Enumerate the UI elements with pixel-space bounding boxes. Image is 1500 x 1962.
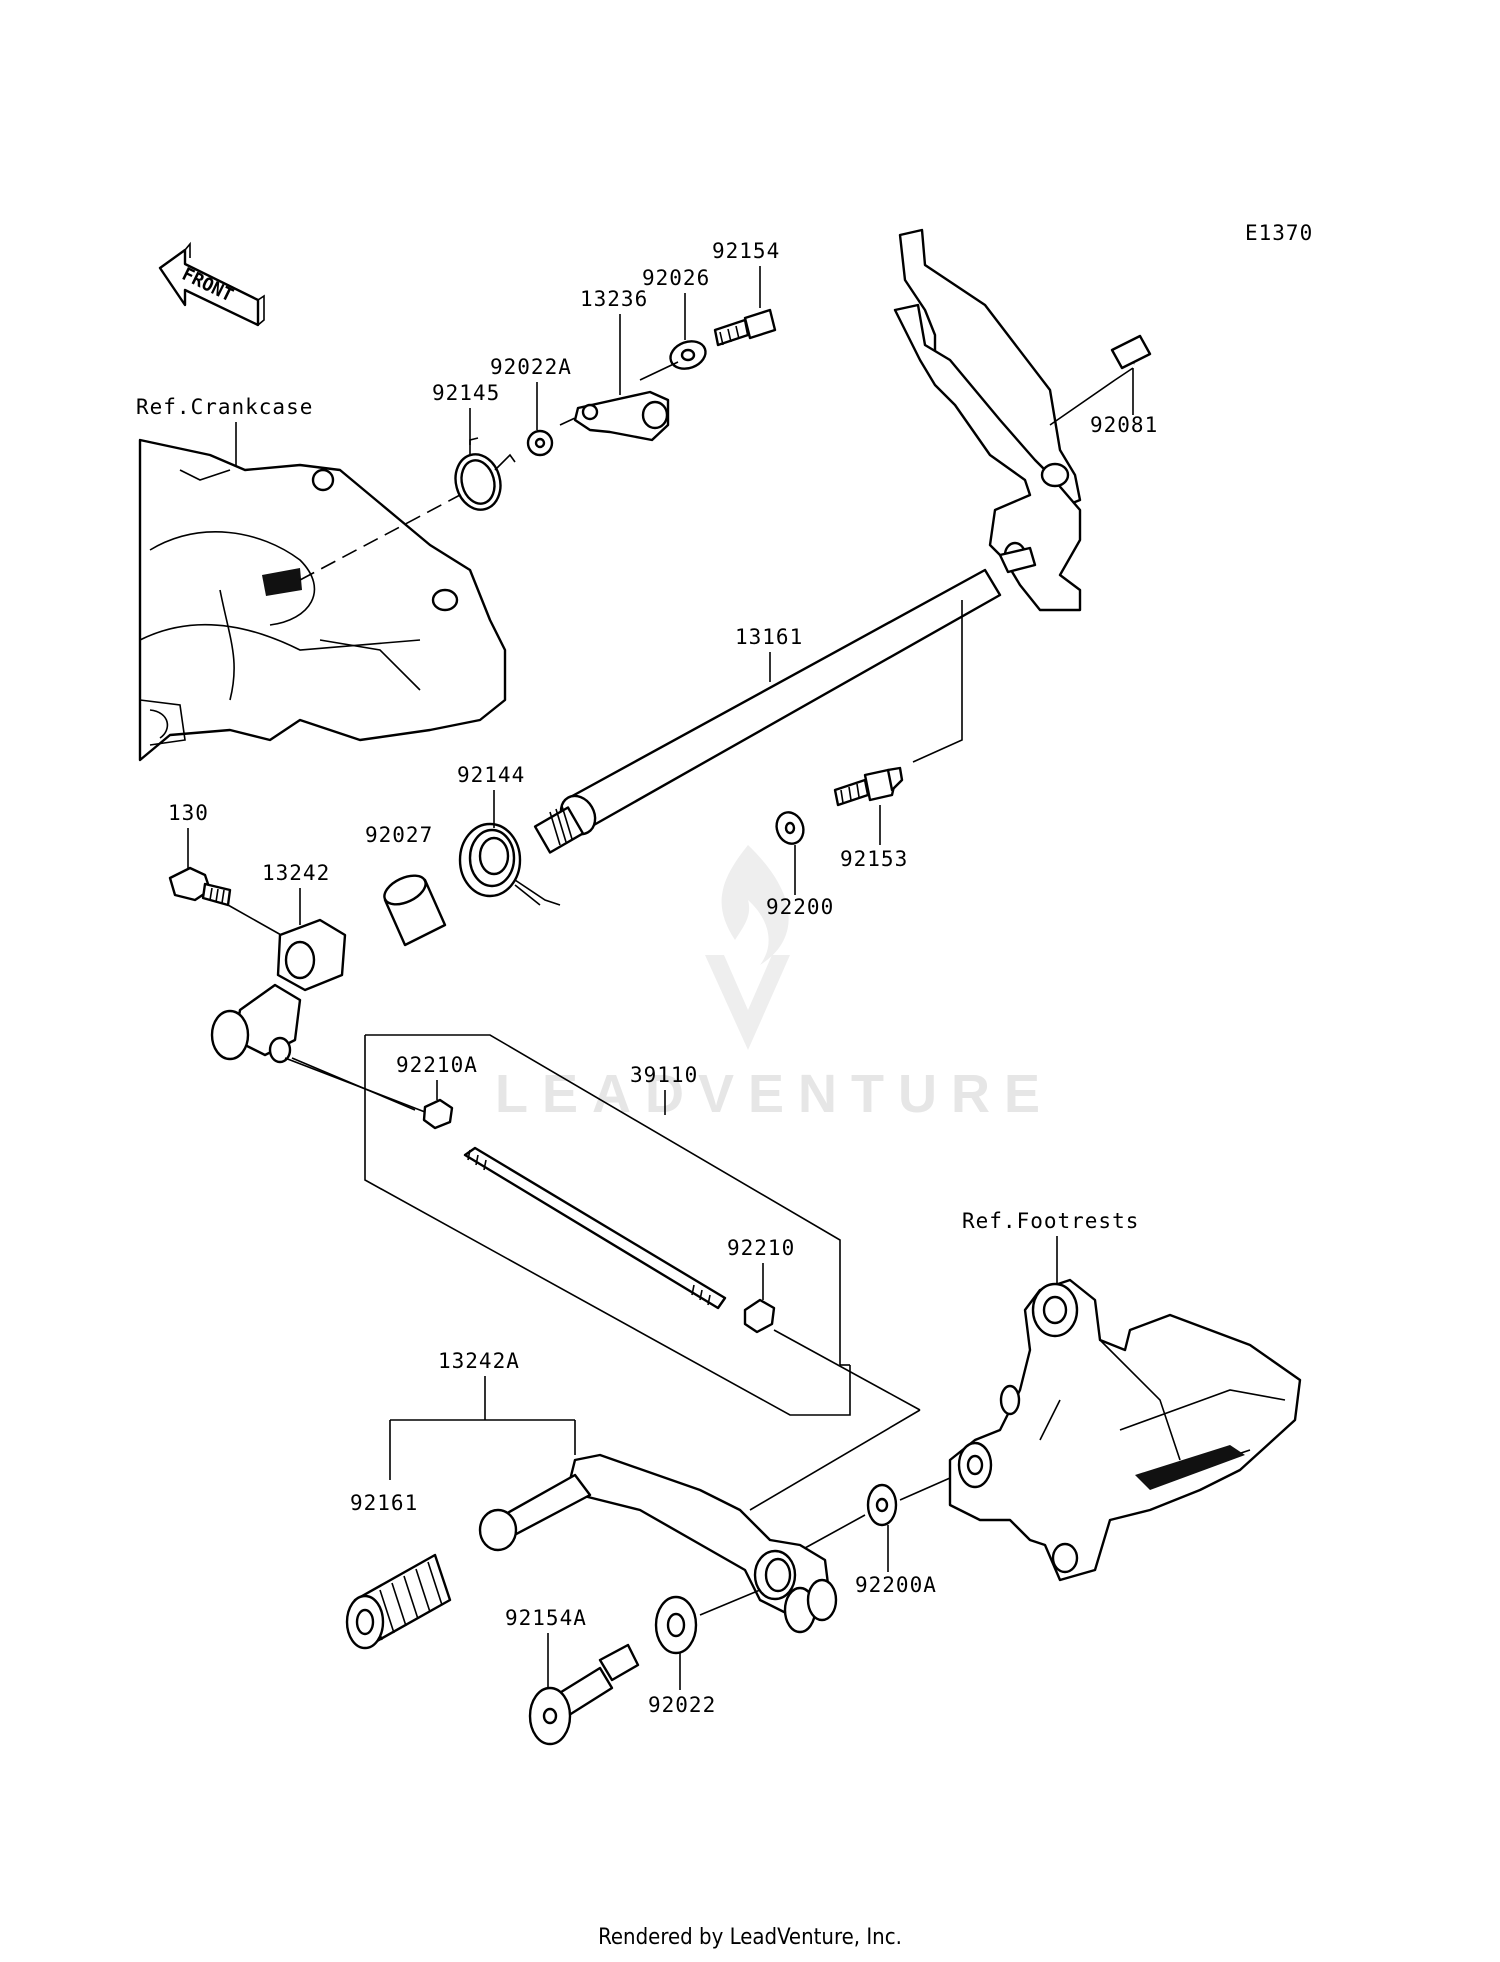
ref-crankcase-label: Ref.Crankcase bbox=[136, 395, 313, 419]
shift-arm-assembly bbox=[893, 228, 1082, 612]
label-92144: 92144 bbox=[457, 763, 525, 787]
part-92144-spring bbox=[458, 822, 561, 906]
label-92022: 92022 bbox=[648, 1693, 716, 1717]
crankcase-reference-art bbox=[138, 438, 507, 762]
label-39110: 39110 bbox=[630, 1063, 698, 1087]
label-130: 130 bbox=[168, 801, 209, 825]
label-92081: 92081 bbox=[1090, 413, 1158, 437]
rod-group-outline bbox=[364, 1034, 851, 1416]
part-92027-collar bbox=[383, 874, 447, 947]
ref-footrests-label: Ref.Footrests bbox=[962, 1209, 1139, 1233]
label-92026: 92026 bbox=[642, 266, 710, 290]
part-13242A-shift-pedal bbox=[478, 1453, 838, 1634]
footrest-reference-art bbox=[948, 1278, 1302, 1582]
label-13242: 13242 bbox=[262, 861, 330, 885]
part-92210-nut bbox=[743, 1298, 776, 1334]
diagram-code: E1370 bbox=[1245, 221, 1313, 245]
label-92027: 92027 bbox=[365, 823, 433, 847]
label-13161: 13161 bbox=[735, 625, 803, 649]
leadventure-logo-icon bbox=[705, 845, 790, 1050]
label-92145: 92145 bbox=[432, 381, 500, 405]
part-92161-rubber bbox=[345, 1553, 452, 1650]
label-92154: 92154 bbox=[712, 239, 780, 263]
part-130-bolt bbox=[168, 866, 232, 907]
part-92210A-nut bbox=[422, 1098, 454, 1130]
part-13242-lever bbox=[210, 918, 347, 1064]
part-13161-shift-shaft bbox=[533, 568, 1002, 854]
label-92210A: 92210A bbox=[396, 1053, 478, 1077]
label-92154A: 92154A bbox=[505, 1606, 587, 1630]
footer-credit: Rendered by LeadVenture, Inc. bbox=[598, 1925, 902, 1950]
watermark-text: LEADVENTURE bbox=[495, 1064, 1054, 1124]
front-arrow-icon: FRONT bbox=[158, 241, 265, 327]
part-92154A-bolt bbox=[528, 1643, 640, 1746]
part-92145-spring bbox=[454, 437, 516, 511]
label-92210: 92210 bbox=[727, 1236, 795, 1260]
label-13242A: 13242A bbox=[438, 1349, 520, 1373]
part-92153-bolt bbox=[833, 766, 904, 807]
label-92200A: 92200A bbox=[855, 1573, 937, 1597]
label-92200: 92200 bbox=[766, 895, 834, 919]
part-92154-bolt bbox=[713, 308, 777, 347]
label-92022A: 92022A bbox=[490, 355, 572, 379]
part-13236-plate bbox=[573, 390, 670, 442]
label-92161: 92161 bbox=[350, 1491, 418, 1515]
part-39110-rod bbox=[463, 1146, 727, 1310]
label-13236: 13236 bbox=[580, 287, 648, 311]
label-92153: 92153 bbox=[840, 847, 908, 871]
part-92081-spring bbox=[1110, 334, 1152, 370]
